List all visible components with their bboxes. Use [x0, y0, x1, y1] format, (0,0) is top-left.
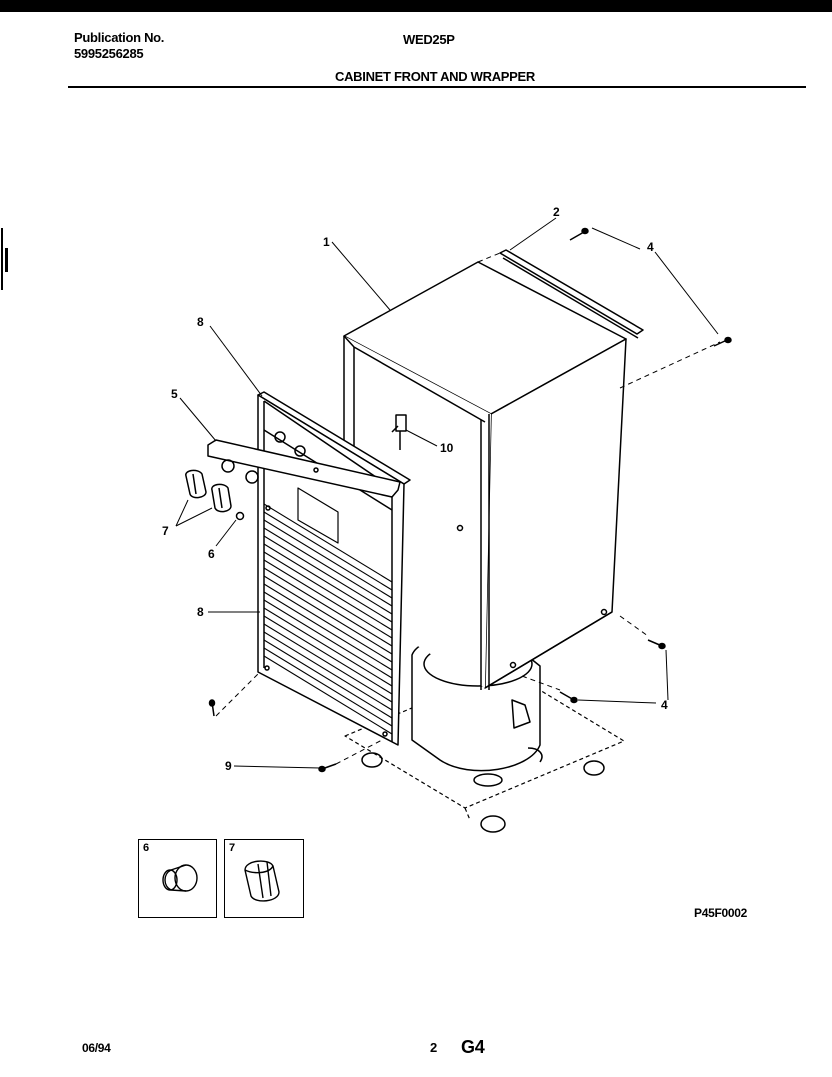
thermostat-cord	[391, 414, 407, 450]
callout-1: 1	[323, 235, 330, 249]
callout-4-bottom: 4	[661, 698, 668, 712]
scan-edge-mark	[1, 228, 8, 290]
control-panel	[207, 439, 401, 511]
publication-label: Publication No.	[74, 30, 165, 45]
diagram-code: P45F0002	[694, 906, 747, 920]
callout-5: 5	[171, 387, 178, 401]
callout-8-top: 8	[197, 315, 204, 329]
section-title: CABINET FRONT AND WRAPPER	[335, 69, 536, 84]
inset-knob-label: 6	[143, 842, 149, 854]
callout-4-top: 4	[647, 240, 654, 254]
grille-louvers	[263, 503, 393, 735]
knob-detail-inset: 6	[138, 839, 217, 918]
inset-handle-label: 7	[229, 842, 235, 854]
screws-9	[208, 699, 337, 773]
trim-strip	[499, 249, 644, 339]
footer-grid: G4	[461, 1037, 485, 1057]
knob-icon	[162, 864, 198, 892]
screws-4	[559, 227, 732, 704]
publication-number: 5995256285	[74, 46, 144, 61]
model-number: WED25P	[403, 32, 455, 47]
footer-page: 2	[430, 1040, 437, 1055]
knob-part-6	[235, 511, 245, 521]
callout-8-grille: 8	[197, 605, 204, 619]
callout-10: 10	[440, 441, 454, 455]
pointer-knob-icon	[244, 860, 280, 902]
callout-leaders	[175, 217, 721, 769]
footer-date: 06/94	[82, 1041, 111, 1055]
handle-detail-inset: 7	[224, 839, 304, 918]
callout-7: 7	[162, 524, 169, 538]
callout-2: 2	[553, 205, 560, 219]
callout-9: 9	[225, 759, 232, 773]
caster-wheels	[361, 752, 605, 833]
control-knobs	[185, 469, 232, 513]
top-border-bar	[0, 0, 832, 12]
header-rule	[68, 86, 806, 88]
callout-6: 6	[208, 547, 215, 561]
